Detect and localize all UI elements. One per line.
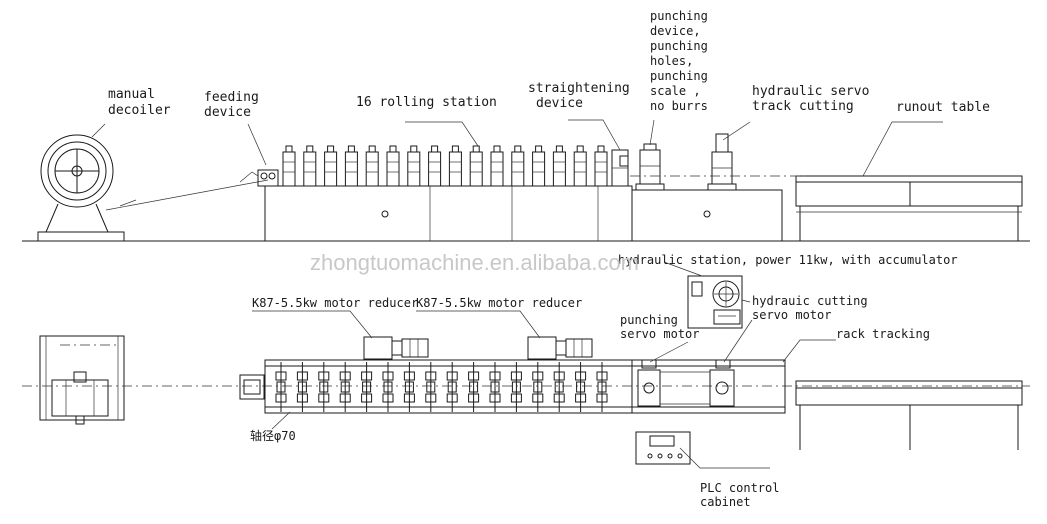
label-hydraulic-servo-1: hydraulic servo — [752, 84, 869, 99]
plan-leaders — [252, 261, 836, 469]
roller-shaft — [468, 362, 480, 412]
motor-reducer-1 — [363, 336, 429, 360]
rolling-frame-plan — [239, 359, 786, 414]
roller-shaft — [296, 362, 308, 412]
elevation-view: manual decoiler feeding device 16 rollin… — [22, 9, 1030, 242]
label-punching-1: punching — [650, 9, 708, 23]
roller-station — [303, 145, 317, 187]
roller-shaft — [553, 362, 565, 412]
roller-shaft — [532, 362, 544, 412]
roller-station — [490, 145, 504, 187]
roller-shaft — [403, 362, 415, 412]
roller-shaft — [510, 362, 522, 412]
label-rack-tracking: rack tracking — [836, 327, 930, 341]
label-hydraulic-cutting-1: hydrauic cutting — [752, 294, 868, 308]
roller-shaft — [339, 362, 351, 412]
roller-shaft — [446, 362, 458, 412]
motor-reducer-2 — [527, 336, 593, 360]
label-punching-6: scale , — [650, 84, 701, 98]
label-manual-decoiler-1: manual — [108, 87, 155, 102]
watermark: zhongtuomachine.en.alibaba.com — [310, 250, 639, 275]
roller-shaft — [425, 362, 437, 412]
roller-station — [573, 145, 587, 187]
roller-station — [552, 145, 566, 187]
runout-table-plan — [795, 380, 1023, 450]
runout-table-elevation — [795, 175, 1023, 241]
press-units-plan — [637, 359, 735, 407]
label-punching-5: punching — [650, 69, 708, 83]
label-manual-decoiler-2: decoiler — [108, 103, 171, 118]
roller-station — [407, 145, 421, 187]
decoiler-plan — [39, 335, 125, 425]
label-hydraulic-station: hydraulic station, power 11kw, with accu… — [618, 253, 958, 267]
label-straightening-1: straightening — [528, 81, 630, 96]
roller-shaft — [382, 362, 394, 412]
roller-station — [386, 145, 400, 187]
label-punching-7: no burrs — [650, 99, 708, 113]
label-motor-reducer-1: K87-5.5kw motor reducer — [252, 296, 418, 310]
roller-station — [428, 145, 442, 187]
roller-shaft — [596, 362, 608, 412]
label-straightening-2: device — [536, 96, 583, 111]
elevation-leaders — [91, 119, 943, 177]
rolling-frame-elevation — [239, 169, 633, 242]
label-runout-table: runout table — [896, 100, 990, 115]
roller-shaft — [361, 362, 373, 412]
label-feeding-device-1: feeding — [204, 90, 259, 105]
roller-station — [448, 145, 462, 187]
label-punching-2: device, — [650, 24, 701, 38]
label-punching-4: holes, — [650, 54, 693, 68]
roller-shaft — [275, 362, 287, 412]
straightener-elevation — [611, 149, 629, 187]
roller-station — [532, 145, 546, 187]
decoiler-elevation — [37, 134, 269, 242]
label-motor-reducer-2: K87-5.5kw motor reducer — [416, 296, 582, 310]
plan-view: hydraulic station, power 11kw, with accu… — [22, 253, 1030, 509]
roller-stations-plan — [275, 362, 608, 412]
plan-labels: hydraulic station, power 11kw, with accu… — [250, 253, 958, 509]
label-hydraulic-cutting-2: servo motor — [752, 308, 831, 322]
roller-shaft — [575, 362, 587, 412]
roller-shaft — [318, 362, 330, 412]
label-punching-servo-2: servo motor — [620, 327, 699, 341]
roller-shaft — [489, 362, 501, 412]
roller-station — [594, 145, 608, 187]
roller-station — [469, 145, 483, 187]
plc-cabinet-plan — [635, 431, 691, 465]
hydraulic-station-plan — [687, 275, 743, 329]
roller-station — [511, 145, 525, 187]
label-plc-1: PLC control — [700, 481, 779, 495]
roller-station — [344, 145, 358, 187]
elevation-labels: manual decoiler feeding device 16 rollin… — [108, 9, 990, 120]
press-base-elevation — [631, 133, 783, 242]
label-shaft-diameter: 轴径φ70 — [250, 428, 296, 443]
roller-station — [324, 145, 338, 187]
label-punching-servo-1: punching — [620, 313, 678, 327]
label-punching-3: punching — [650, 39, 708, 53]
label-plc-2: cabinet — [700, 495, 751, 509]
label-rolling-station: 16 rolling station — [356, 95, 497, 110]
roller-station — [282, 145, 296, 187]
label-feeding-device-2: device — [204, 105, 251, 120]
label-hydraulic-servo-2: track cutting — [752, 99, 854, 114]
roller-station — [365, 145, 379, 187]
roller-stations-elevation — [282, 145, 608, 187]
